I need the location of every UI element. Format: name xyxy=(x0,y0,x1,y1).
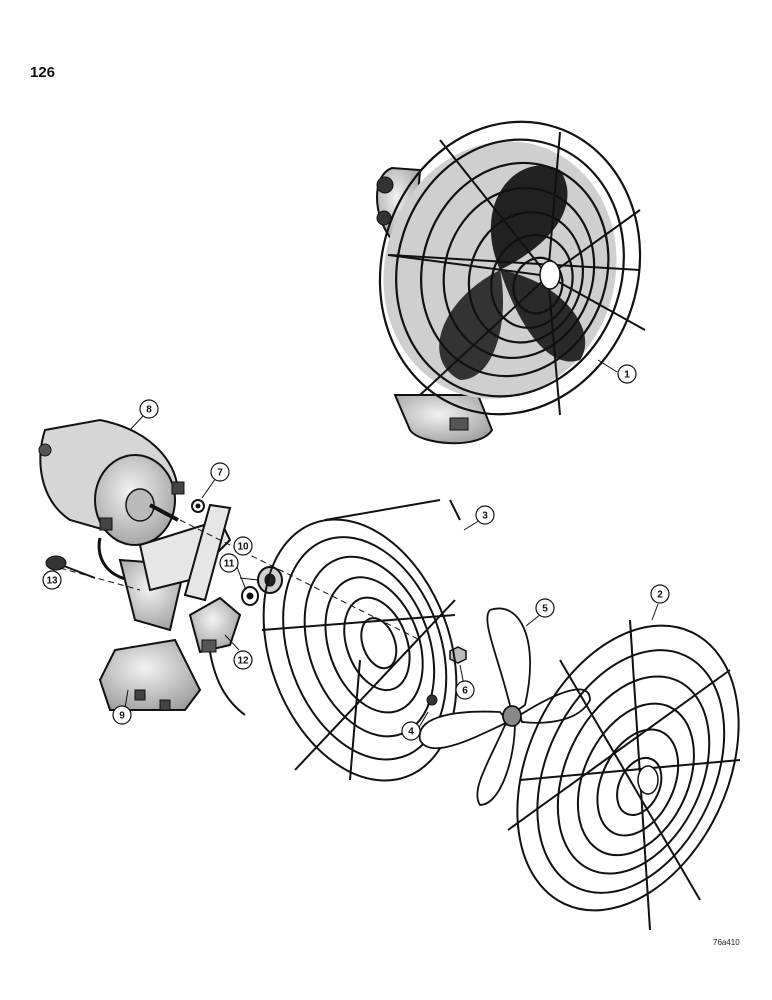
callout-number: 11 xyxy=(224,559,235,570)
callout-circle xyxy=(617,364,637,384)
switch-icon xyxy=(188,596,246,716)
callout-number: 5 xyxy=(542,604,548,615)
callout-11: 11 xyxy=(219,553,239,573)
fan-blade-icon xyxy=(418,607,591,806)
base-icon xyxy=(98,503,232,711)
callout-number: 6 xyxy=(462,686,468,697)
page-number: 126 xyxy=(30,64,56,81)
front-guard-icon xyxy=(507,619,741,931)
callout-circle xyxy=(233,650,253,670)
callout-12: 12 xyxy=(233,650,253,670)
callout-circle xyxy=(42,570,62,590)
callout-circle xyxy=(219,553,239,573)
reference-code: 76a410 xyxy=(713,938,740,947)
screw-icon xyxy=(426,694,438,706)
callout-number: 7 xyxy=(217,468,223,479)
callout-number: 1 xyxy=(624,370,630,381)
callout-circle xyxy=(139,399,159,419)
callout-number: 2 xyxy=(657,590,663,601)
callout-circle xyxy=(535,598,555,618)
callout-10: 10 xyxy=(233,536,253,556)
callout-circle xyxy=(233,536,253,556)
callout-number: 8 xyxy=(146,405,152,416)
callout-circle xyxy=(455,680,475,700)
callout-number: 12 xyxy=(237,656,249,667)
washer-icon xyxy=(191,499,205,513)
callout-13: 13 xyxy=(42,570,62,590)
knob-icon xyxy=(257,566,283,594)
callout-circle xyxy=(401,721,421,741)
callout-9: 9 xyxy=(112,705,132,725)
callout-number: 10 xyxy=(237,542,249,553)
plug-icon xyxy=(45,555,96,579)
callout-8: 8 xyxy=(139,399,159,419)
callout-number: 9 xyxy=(119,711,125,722)
callout-number: 4 xyxy=(408,727,414,738)
callout-6: 6 xyxy=(455,680,475,700)
callout-circle xyxy=(650,584,670,604)
callout-5: 5 xyxy=(535,598,555,618)
callout-circle xyxy=(210,462,230,482)
callout-number: 3 xyxy=(482,511,488,522)
callout-4: 4 xyxy=(401,721,421,741)
callout-7: 7 xyxy=(210,462,230,482)
callout-2: 2 xyxy=(650,584,670,604)
callout-circle xyxy=(475,505,495,525)
motor-icon xyxy=(38,418,185,583)
callout-1: 1 xyxy=(617,364,637,384)
callout-number: 13 xyxy=(46,576,58,587)
rear-guard-icon xyxy=(261,499,461,782)
assembled-fan-icon xyxy=(376,120,646,445)
callout-3: 3 xyxy=(475,505,495,525)
callout-circle xyxy=(112,705,132,725)
